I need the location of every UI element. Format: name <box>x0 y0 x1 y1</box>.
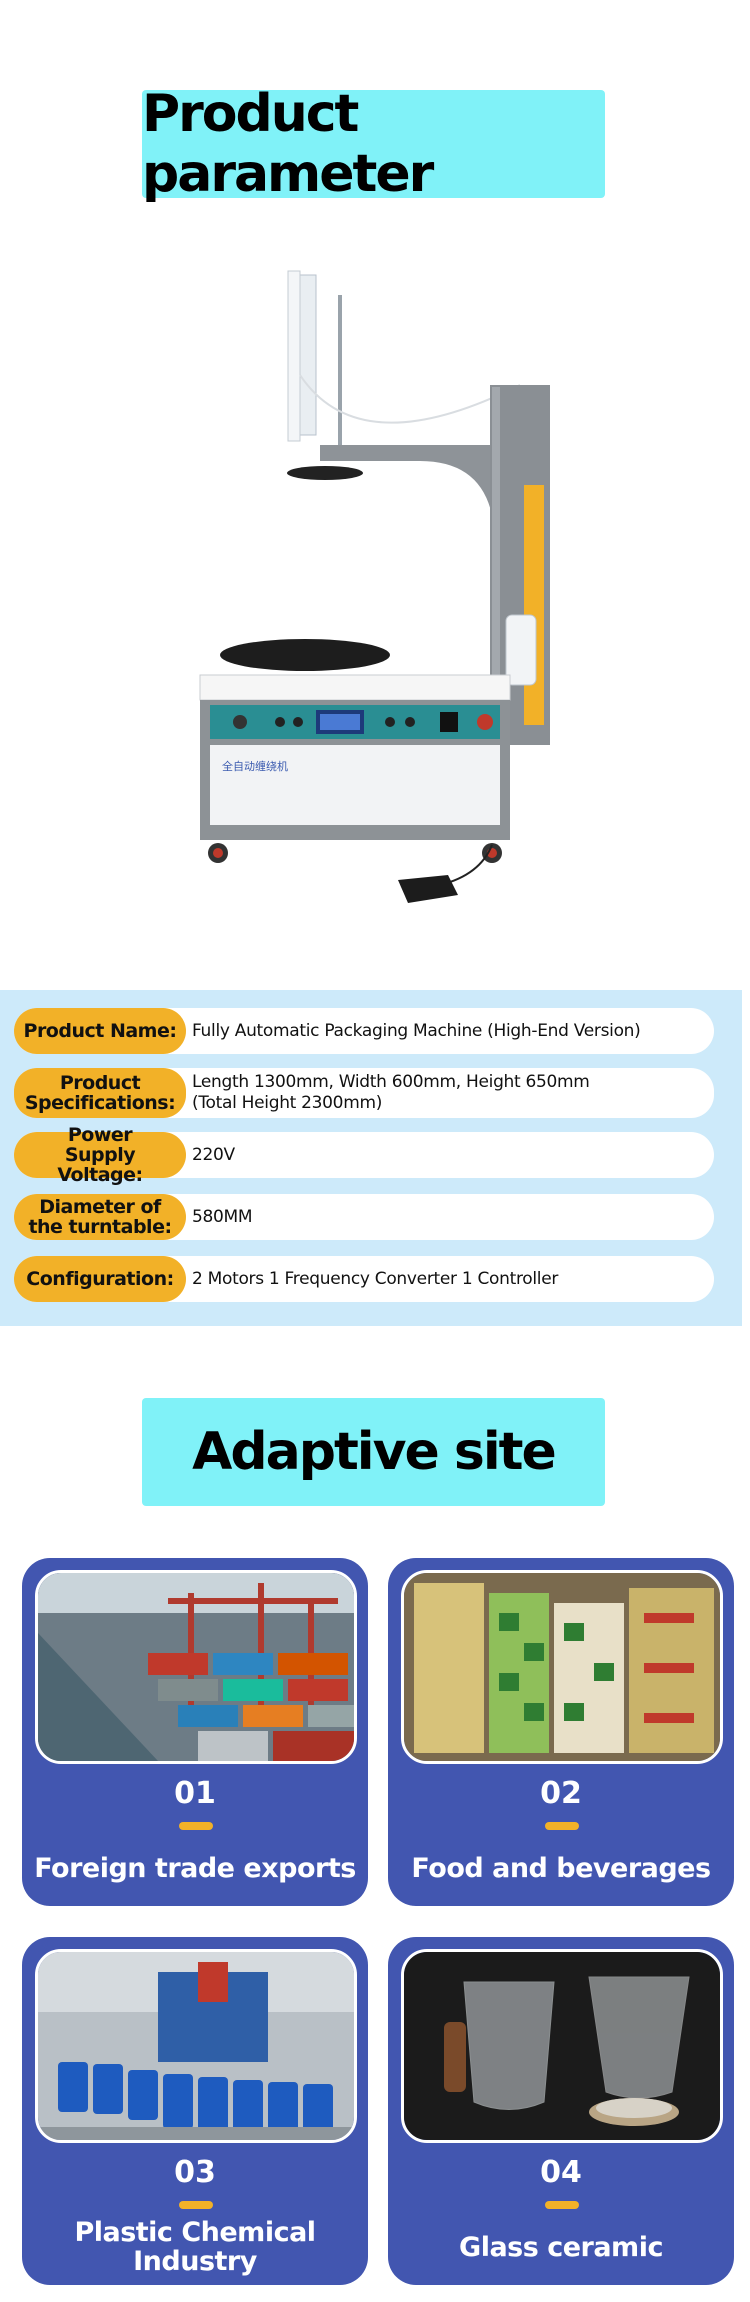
site-card-plastic-chemical: 03 Plastic Chemical Industry <box>22 1937 368 2285</box>
container-port-image <box>35 1570 357 1764</box>
site-caption: Foreign trade exports <box>34 1852 356 1884</box>
param-label: Product Specifications: <box>14 1068 186 1118</box>
param-value: Length 1300mm, Width 600mm, Height 650mm… <box>192 1072 590 1113</box>
accent-bar <box>545 1822 579 1830</box>
site-card-foreign-trade: 01 Foreign trade exports <box>22 1558 368 1906</box>
param-value: 220V <box>192 1144 235 1165</box>
stretch-wrapping-machine-illustration: 全自动缠绕机 <box>180 255 590 965</box>
accent-bar <box>179 2201 213 2209</box>
param-label: Diameter of the turntable: <box>14 1194 186 1240</box>
site-number: 04 <box>540 2155 582 2190</box>
site-number: 02 <box>540 1776 582 1811</box>
glassware-image <box>401 1949 723 2143</box>
site-card-food-beverages: 02 Food and beverages <box>388 1558 734 1906</box>
site-caption: Food and beverages <box>411 1852 711 1884</box>
param-label: Power Supply Voltage: <box>14 1125 186 1185</box>
param-value: 2 Motors 1 Frequency Converter 1 Control… <box>192 1268 559 1289</box>
product-parameter-title: Product parameter <box>142 84 434 204</box>
param-row-configuration: Configuration: 2 Motors 1 Frequency Conv… <box>14 1256 714 1302</box>
param-value: Fully Automatic Packaging Machine (High-… <box>192 1020 641 1041</box>
accent-bar <box>179 1822 213 1830</box>
product-parameter-banner: Product parameter <box>142 84 605 204</box>
param-label: Product Name: <box>14 1008 186 1054</box>
site-number: 01 <box>174 1776 216 1811</box>
param-row-specifications: Product Specifications: Length 1300mm, W… <box>14 1068 714 1118</box>
beverage-boxes-image <box>401 1570 723 1764</box>
site-caption: Plastic Chemical Industry <box>74 2217 316 2277</box>
param-row-product-name: Product Name: Fully Automatic Packaging … <box>14 1008 714 1054</box>
adaptive-site-title: Adaptive site <box>192 1422 557 1482</box>
adaptive-site-banner: Adaptive site <box>142 1398 605 1506</box>
chemical-barrels-image <box>35 1949 357 2143</box>
accent-bar <box>545 2201 579 2209</box>
param-value: 580MM <box>192 1206 253 1227</box>
param-label: Configuration: <box>14 1256 186 1302</box>
param-row-voltage: Power Supply Voltage: 220V <box>14 1125 714 1185</box>
site-card-glass-ceramic: 04 Glass ceramic <box>388 1937 734 2285</box>
site-caption: Glass ceramic <box>459 2231 663 2263</box>
site-number: 03 <box>174 2155 216 2190</box>
machine-panel-text: 全自动缠绕机 <box>222 759 288 773</box>
parameter-table: Product Name: Fully Automatic Packaging … <box>0 990 742 1326</box>
param-row-turntable: Diameter of the turntable: 580MM <box>14 1194 714 1240</box>
